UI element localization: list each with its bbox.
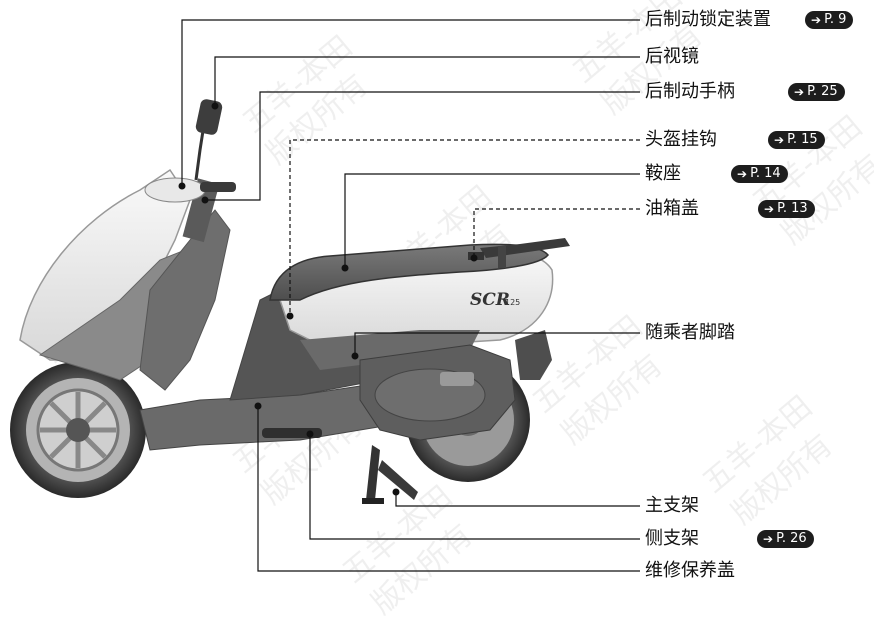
- page-ref-rear-brake-lever[interactable]: ➔ P. 25: [788, 83, 845, 101]
- scooter-illustration: SCR 125: [10, 99, 570, 504]
- leader-maintenance-cover: [257, 406, 640, 572]
- scooter-badge-sub: 125: [505, 298, 520, 307]
- page-ref-rear-brake-lock[interactable]: ➔ P. 9: [805, 11, 854, 29]
- label-side-stand: 侧支架: [645, 528, 699, 549]
- label-rear-brake-lock: 后制动锁定装置: [645, 9, 771, 30]
- scooter-badge: SCR: [470, 290, 510, 310]
- label-maintenance-cover: 维修保养盖: [645, 560, 735, 581]
- leader-rear-brake-lock: [181, 19, 640, 186]
- diagram-canvas: 五羊-本田 版权所有 五羊-本田 版权所有 五羊-本田 版权所有 五羊-本田 版…: [10, 0, 874, 622]
- page-ref-text: P. 14: [750, 166, 781, 181]
- label-rear-brake-lever: 后制动手柄: [645, 81, 735, 102]
- label-passenger-footrest: 随乘者脚踏: [645, 322, 735, 343]
- leader-fuel-cap: [473, 208, 640, 258]
- leader-side-stand: [309, 434, 640, 540]
- page-ref-text: P. 26: [776, 531, 807, 546]
- leader-main-stand: [395, 492, 640, 507]
- engine-swingarm: [359, 330, 552, 441]
- leader-rear-brake-lever: [205, 91, 640, 201]
- arrow-right-icon: ➔: [811, 13, 822, 27]
- page-ref-helmet-hook[interactable]: ➔ P. 15: [768, 131, 825, 149]
- page-ref-fuel-cap[interactable]: ➔ P. 13: [758, 200, 815, 218]
- page-ref-side-stand[interactable]: ➔ P. 26: [757, 530, 814, 548]
- page-ref-text: P. 13: [777, 201, 808, 216]
- leader-helmet-hook: [289, 139, 640, 316]
- page-ref-seat[interactable]: ➔ P. 14: [731, 165, 788, 183]
- label-fuel-cap: 油箱盖: [645, 198, 699, 219]
- page-ref-text: P. 25: [807, 84, 838, 99]
- arrow-right-icon: ➔: [763, 532, 774, 546]
- page-ref-text: P. 9: [824, 12, 847, 27]
- label-seat: 鞍座: [645, 163, 681, 184]
- leader-lines: [178, 19, 640, 572]
- front-body: [19, 168, 231, 391]
- label-helmet-hook: 头盔挂钩: [645, 129, 717, 150]
- arrow-right-icon: ➔: [774, 133, 785, 147]
- main-stand: [362, 445, 418, 504]
- handlebar-assembly: [144, 99, 236, 243]
- leader-passenger-footrest: [354, 332, 640, 356]
- leader-seat: [344, 173, 640, 268]
- arrow-right-icon: ➔: [794, 85, 805, 99]
- label-rear-mirror: 后视镜: [645, 46, 699, 67]
- leader-rear-mirror: [214, 56, 640, 106]
- front-wheel: [10, 362, 146, 498]
- page-ref-text: P. 15: [787, 132, 818, 147]
- arrow-right-icon: ➔: [764, 202, 775, 216]
- label-main-stand: 主支架: [645, 495, 699, 516]
- arrow-right-icon: ➔: [737, 167, 748, 181]
